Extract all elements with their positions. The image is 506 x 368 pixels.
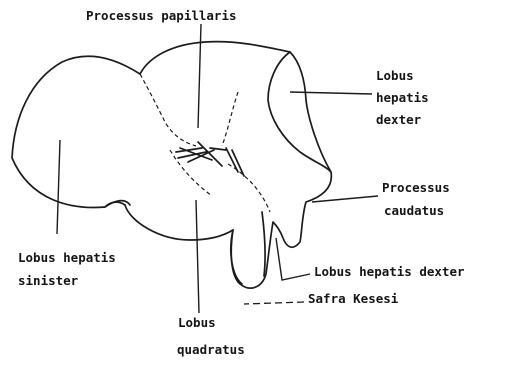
label-lobus-quadratus-2: quadratus — [177, 342, 245, 357]
quadratus-border — [262, 212, 265, 276]
label-lobus-dexter-bottom: Lobus hepatis dexter — [314, 264, 465, 279]
sinister-notch-line — [105, 201, 130, 207]
label-lobus-dexter-top-2: hepatis — [376, 90, 429, 105]
leader-sinister — [57, 140, 60, 234]
leader-caudatus — [312, 196, 378, 202]
leader-dexter-top — [290, 92, 372, 94]
label-lobus-sinister-1: Lobus hepatis — [18, 250, 116, 265]
papillaris-dashed-line — [140, 74, 196, 146]
label-safra-kesesi: Safra Kesesi — [308, 291, 399, 306]
label-lobus-quadratus-1: Lobus — [178, 315, 216, 330]
label-lobus-dexter-top-3: dexter — [376, 112, 422, 127]
leader-safra — [244, 302, 304, 304]
center-dashed-line — [222, 92, 238, 146]
porta-hepatis-lines — [176, 142, 244, 176]
label-lobus-sinister-2: sinister — [18, 273, 79, 288]
label-processus-caudatus-2: caudatus — [384, 203, 444, 218]
label-processus-caudatus-1: Processus — [382, 180, 450, 195]
label-lobus-dexter-top-1: Lobus — [376, 68, 414, 83]
leader-quadratus — [196, 200, 199, 313]
label-processus-papillaris: Processus papillaris — [86, 8, 237, 23]
caudatus-dashed-line — [228, 164, 270, 212]
leader-papillaris — [198, 24, 201, 128]
leader-dexter-bottom — [276, 238, 310, 280]
